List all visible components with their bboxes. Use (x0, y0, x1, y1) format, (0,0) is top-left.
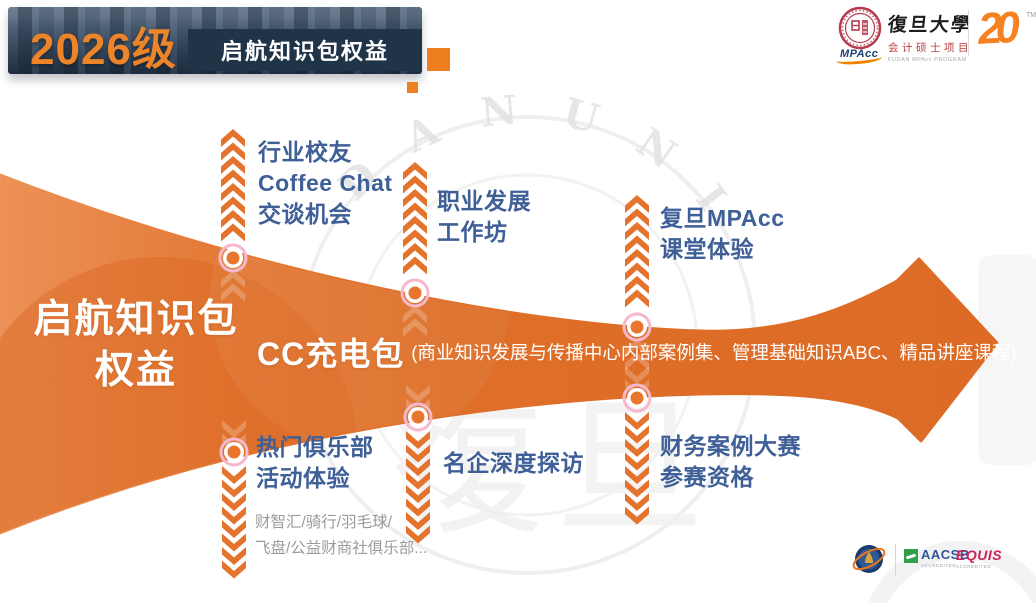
mpacc-seal-label: MPAcc (840, 48, 879, 60)
equis-logo: EQUIS ACCREDITED (956, 547, 1002, 569)
connector-circles (218, 243, 652, 467)
aacsb-icon (904, 549, 918, 563)
benefit-alumni-coffee-chat: 行业校友 Coffee Chat 交谈机会 (258, 139, 393, 227)
brand-divider (968, 10, 969, 56)
title-banner: 2026级 启航知识包权益 (8, 7, 422, 74)
benefit-clubs-sublabel: 财智汇/骑行/羽毛球/ 飞盘/公益财商社俱乐部... (255, 514, 428, 557)
benefit-company-visits: 名企深度探访 (443, 450, 584, 476)
benefit-case-competition: 财务案例大赛 参赛资格 (660, 433, 801, 490)
aacsb-label: AACSB (921, 547, 970, 562)
chevron-column-2-up (403, 162, 427, 275)
anniversary-20-logo: 20 (976, 3, 1015, 54)
banner-title-box: 启航知识包权益 (188, 29, 422, 71)
university-name: 復旦大學 (886, 14, 974, 36)
banner-title: 启航知识包权益 (220, 39, 389, 64)
aacsb-logo: AACSB ACCREDITED (904, 547, 970, 568)
chevron-column-1-up (221, 129, 245, 242)
funnel-title: 启航知识包 权益 (33, 298, 239, 392)
benefit-clubs-activities: 热门俱乐部 活动体验 (256, 434, 374, 491)
decorative-square-small (407, 82, 418, 93)
benefit-career-workshop: 职业发展 工作坊 (437, 188, 531, 245)
decorative-square-large (427, 48, 450, 71)
university-name-block: 復旦大學 会计硕士项目 FUDAN MPAcc PROGRAM (886, 10, 974, 63)
cc-package-row: CC充电包 (商业知识发展与传播中心内部案例集、管理基础知识ABC、精品讲座课程… (257, 330, 1017, 374)
class-year-label: 2026级 (30, 25, 177, 74)
chevron-column-4-down (222, 466, 246, 579)
equis-accredited-label: ACCREDITED (956, 564, 992, 569)
trademark-mark: TM (1026, 12, 1036, 19)
aacsb-accredited-label: ACCREDITED (921, 563, 957, 568)
accreditation-logos: AACSB ACCREDITED EQUIS ACCREDITED (848, 538, 1018, 584)
svg-text:旦: 旦 (555, 382, 705, 556)
chevron-column-3-up (625, 195, 649, 308)
cc-package-title: CC充电包 (257, 336, 405, 372)
camea-circle-logo (852, 545, 886, 573)
equis-label: EQUIS (956, 547, 1003, 563)
fudan-seal-logo (838, 6, 882, 50)
funnel-inner-circle (0, 257, 358, 533)
accreditation-divider (895, 544, 896, 576)
header-brand: MPAcc 復旦大學 会计硕士项目 FUDAN MPAcc PROGRAM 20… (834, 3, 1036, 70)
benefit-mpacc-class-experience: 复旦MPAcc 课堂体验 (660, 205, 785, 262)
cc-package-description: (商业知识发展与传播中心内部案例集、管理基础知识ABC、精品讲座课程) (411, 342, 1017, 363)
program-name-cn: 会计硕士项目 (888, 42, 972, 54)
program-name-en: FUDAN MPAcc PROGRAM (888, 57, 967, 63)
